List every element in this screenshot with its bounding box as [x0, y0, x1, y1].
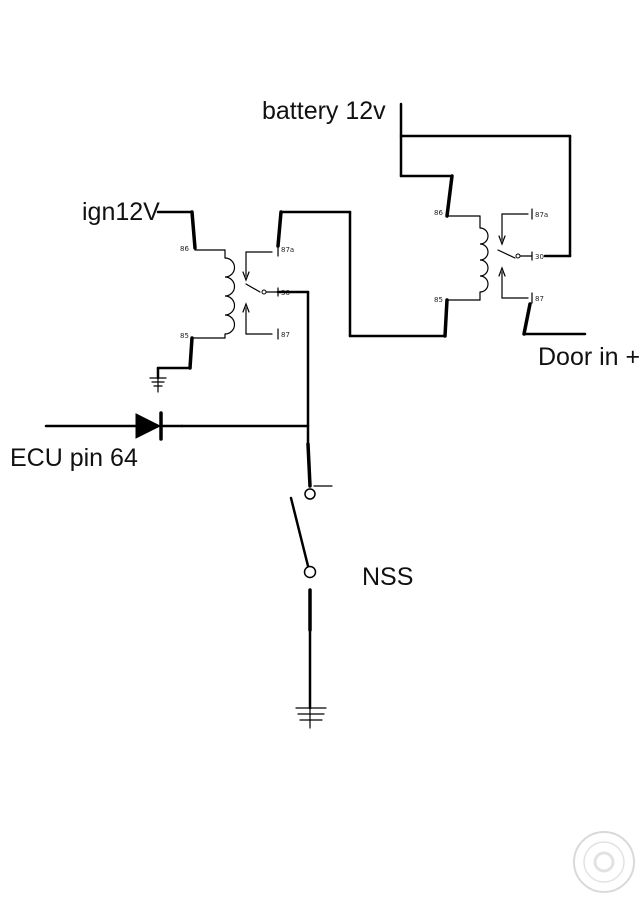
- watermark-seal-icon: [573, 831, 635, 893]
- right-relay-pin-87: 87: [535, 295, 544, 303]
- battery-feed-wires: [399, 102, 572, 258]
- ecu-pin-label: ECU pin 64: [10, 444, 138, 472]
- left-relay-pin-85: 85: [180, 332, 189, 340]
- interconnect-wires: [180, 210, 447, 446]
- nss-label: NSS: [362, 563, 413, 591]
- right-relay-pin-87a: 87a: [535, 211, 548, 219]
- right-relay: 86 85 87a 30 87: [434, 174, 587, 338]
- diode-icon: [44, 411, 184, 441]
- right-relay-pin-85: 85: [434, 296, 443, 304]
- nss-switch-icon: [289, 442, 333, 632]
- right-relay-pin-30: 30: [535, 253, 544, 261]
- left-relay-pin-86: 86: [180, 245, 189, 253]
- battery-label: battery 12v: [262, 97, 386, 125]
- ground-icon: [149, 377, 167, 393]
- left-relay-coil-icon: [224, 257, 236, 335]
- right-relay-coil-icon: [479, 227, 489, 293]
- door-input-label: Door in +: [538, 343, 640, 371]
- right-relay-pin-86: 86: [434, 209, 443, 217]
- left-relay-pin-87a: 87a: [281, 246, 294, 254]
- left-relay-pin-87: 87: [281, 331, 290, 339]
- left-relay: 86 85 87a 30 87: [156, 210, 294, 380]
- ignition-label: ign12V: [82, 198, 160, 226]
